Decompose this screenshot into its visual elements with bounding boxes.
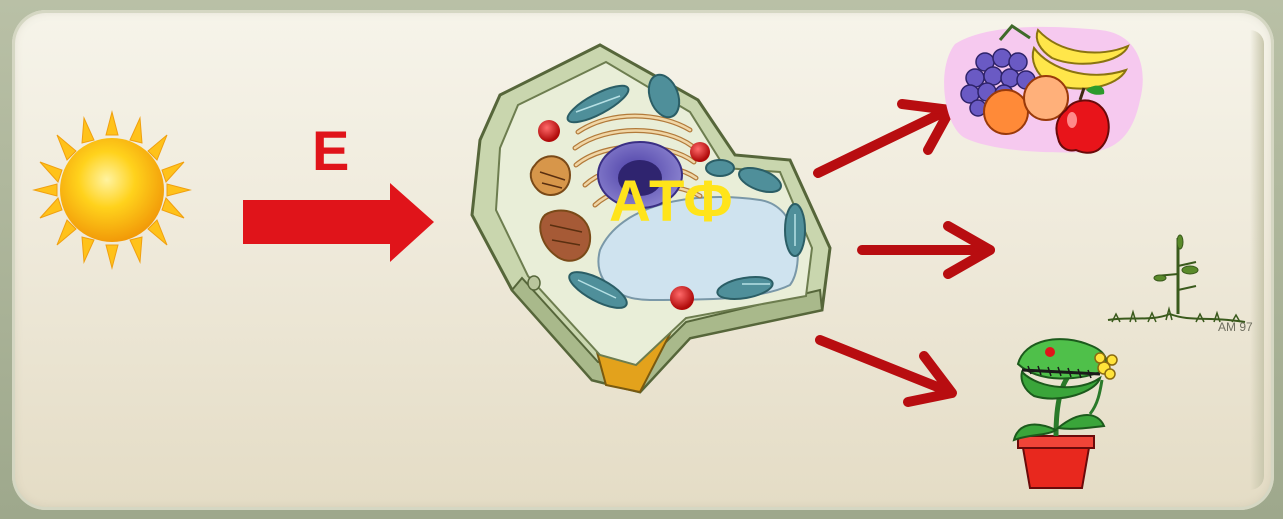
venus-flytrap-icon — [1014, 339, 1117, 488]
sun-icon — [34, 112, 190, 268]
energy-arrow — [243, 183, 434, 262]
arrow-to-flytrap — [820, 340, 952, 402]
fruit-basket-icon — [944, 26, 1143, 153]
atp-label: АТФ — [609, 168, 734, 235]
credit-label: AM 97 — [1218, 320, 1253, 334]
arrow-to-fruits — [818, 104, 950, 173]
arrow-to-seedling — [862, 226, 990, 274]
energy-label: E — [312, 118, 349, 183]
seedling-icon — [1108, 235, 1245, 322]
